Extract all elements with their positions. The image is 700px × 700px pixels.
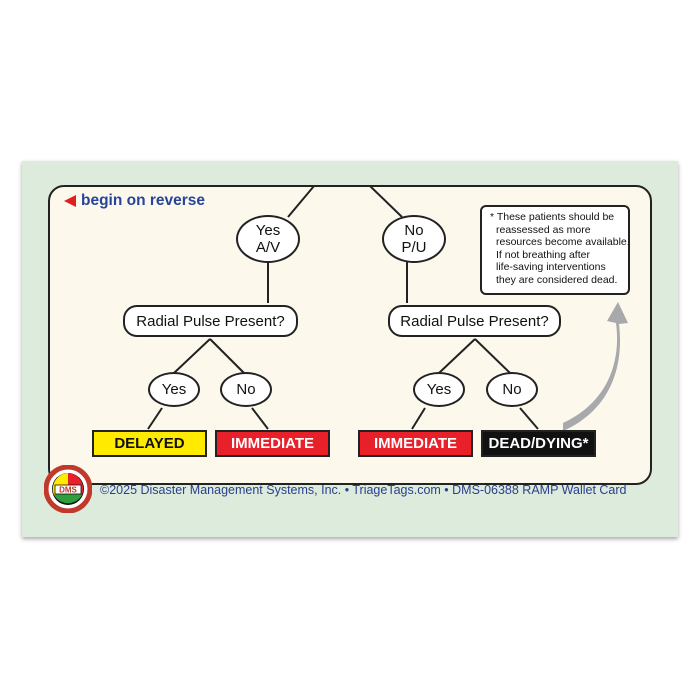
footer-copyright: ©2025 Disaster Management Systems, Inc. … xyxy=(100,483,627,497)
answer-yes-left-label: Yes xyxy=(161,381,187,398)
branch-yes-av: Yes A/V xyxy=(236,215,300,263)
answer-no-left: No xyxy=(220,372,272,407)
answer-yes-right-label: Yes xyxy=(426,381,452,398)
answer-yes-left: Yes xyxy=(148,372,200,407)
note-line: they are considered dead. xyxy=(496,273,618,286)
dms-logo: DMS xyxy=(44,465,92,513)
curved-arrow xyxy=(563,302,628,431)
branch-left-line1: Yes xyxy=(255,222,281,239)
outcome-immediate-right: IMMEDIATE xyxy=(358,430,473,457)
outcome-immediate-left: IMMEDIATE xyxy=(215,430,330,457)
outcome-delayed: DELAYED xyxy=(92,430,207,457)
svg-text:DMS: DMS xyxy=(59,486,77,495)
wallet-card: begin on reverse Yes A/V No P/U Radial P… xyxy=(22,161,678,537)
branch-left-line2: A/V xyxy=(255,239,281,256)
reassessment-note: * These patients should be reassessed as… xyxy=(480,205,630,295)
begin-label: begin on reverse xyxy=(81,192,206,209)
note-line: life-saving interventions xyxy=(496,261,606,274)
begin-on-reverse: begin on reverse xyxy=(64,192,205,210)
note-line: resources become available. xyxy=(496,236,630,249)
arrow-left-icon xyxy=(64,195,76,207)
question-left: Radial Pulse Present? xyxy=(123,305,298,337)
answer-yes-right: Yes xyxy=(413,372,465,407)
answer-no-right: No xyxy=(486,372,538,407)
branch-right-line1: No xyxy=(404,222,424,239)
branch-right-line2: P/U xyxy=(401,239,427,256)
connector-lines xyxy=(147,185,628,431)
branch-no-pu: No P/U xyxy=(382,215,446,263)
answer-no-right-label: No xyxy=(502,381,522,398)
note-line: If not breathing after xyxy=(496,248,590,261)
question-right: Radial Pulse Present? xyxy=(388,305,561,337)
outcome-dead-dying: DEAD/DYING* xyxy=(481,430,596,457)
answer-no-left-label: No xyxy=(236,381,256,398)
note-line: reassessed as more xyxy=(496,223,591,236)
note-line: * These patients should be xyxy=(490,211,615,223)
